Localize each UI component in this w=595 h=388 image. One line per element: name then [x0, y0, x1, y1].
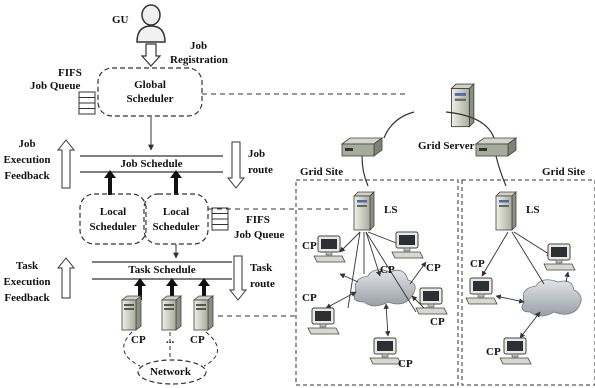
ls-server-site-1: [353, 191, 375, 231]
grid-server-label: Grid Server: [418, 140, 475, 152]
site1-pc-e: [369, 337, 402, 365]
task-feedback-label-2: Execution: [3, 276, 51, 288]
fifs-top-label-2: Job Queue: [30, 80, 81, 92]
global-scheduler-box: [97, 67, 203, 117]
job-route-label-1: Job: [248, 148, 266, 160]
global-scheduler-label-1: Global: [134, 79, 166, 91]
site2-cp-label-a: CP: [470, 258, 485, 270]
network-label: Network: [150, 366, 191, 378]
site1-cp-label-c: CP: [380, 264, 395, 276]
grid-site-2-box: [461, 179, 595, 386]
local-scheduler-1-label-1: Local: [99, 206, 127, 218]
cloud-site-2: [521, 279, 582, 317]
cp-tower-3: [193, 295, 214, 331]
global-scheduler-label-2: Scheduler: [126, 93, 174, 105]
site2-pc-c: [499, 337, 532, 365]
grid-site-1-box: [295, 179, 459, 386]
site1-cp-label-d: CP: [302, 292, 317, 304]
fifs-top-label-1: FIFS: [58, 67, 82, 79]
fifs-queue-icon-bottom: [211, 207, 229, 231]
site2-cp-label-b: CP: [486, 346, 501, 358]
site1-cp-label-a: CP: [302, 240, 317, 252]
network-ellipse: [137, 359, 207, 385]
fifs-bottom-label-1: FIFS: [246, 214, 270, 226]
site1-pc-b: [391, 231, 424, 259]
job-route-arrow: [226, 141, 246, 189]
cp-tower-1: [121, 295, 142, 331]
task-feedback-label-1: Task: [15, 260, 39, 272]
job-registration-label-2: Registration: [170, 54, 229, 66]
local-scheduler-box-1: [79, 193, 147, 245]
cp2-up-arrow: [166, 278, 178, 286]
task-route-arrow: [228, 255, 248, 301]
cp-dots-label: ...: [166, 334, 175, 346]
job-registration-label-1: Job: [190, 40, 208, 52]
site2-pc-b: [543, 243, 576, 271]
task-schedule-label: Task Schedule: [128, 264, 196, 276]
site1-cp-label-e: CP: [430, 316, 445, 328]
task-route-label-2: route: [250, 278, 275, 290]
cp-right-label: CP: [190, 334, 205, 346]
job-feedback-label-2: Execution: [3, 154, 51, 166]
cp-tower-2: [161, 295, 182, 331]
local-scheduler-2-label-1: Local: [162, 206, 190, 218]
fifs-bottom-label-2: Job Queue: [234, 229, 285, 241]
fifs-queue-icon-top: [78, 91, 96, 115]
grid-site-2-label: Grid Site: [542, 166, 586, 178]
cp3-up-arrow: [198, 278, 210, 286]
site2-pc-a: [465, 277, 498, 305]
job-schedule-label: Job Schedule: [120, 158, 183, 170]
cloud-site-1: [353, 269, 416, 307]
site1-pc-c: [415, 287, 448, 315]
ls-1-label: LS: [384, 204, 398, 216]
job-feedback-label-1: Job: [18, 138, 36, 150]
grid-server-icon: [450, 83, 475, 128]
job-route-label-2: route: [248, 164, 273, 176]
router-site-2: [475, 137, 517, 157]
grid-user-icon: [136, 4, 166, 43]
task-route-label-1: Task: [250, 262, 273, 274]
task-feedback-label-3: Feedback: [4, 292, 50, 304]
cp-left-label: CP: [131, 334, 146, 346]
ls-server-site-2: [495, 191, 517, 231]
local-scheduler-2-label-2: Scheduler: [152, 221, 200, 233]
cp1-up-arrow: [134, 278, 146, 286]
local-scheduler-box-2: [143, 193, 209, 245]
router-site-1: [341, 137, 383, 157]
job-registration-arrow: [140, 43, 162, 67]
site1-cp-label-b: CP: [426, 262, 441, 274]
local-scheduler-1-label-2: Scheduler: [89, 221, 137, 233]
task-feedback-arrow: [56, 257, 76, 299]
job-feedback-arrow: [56, 139, 76, 189]
site1-pc-d: [307, 307, 340, 335]
site1-pc-a: [313, 235, 346, 263]
grid-site-1-label: Grid Site: [300, 166, 344, 178]
site1-cp-label-f: CP: [398, 358, 413, 370]
ls-2-label: LS: [526, 204, 540, 216]
job-feedback-label-3: Feedback: [4, 170, 50, 182]
gu-label: GU: [112, 14, 129, 26]
